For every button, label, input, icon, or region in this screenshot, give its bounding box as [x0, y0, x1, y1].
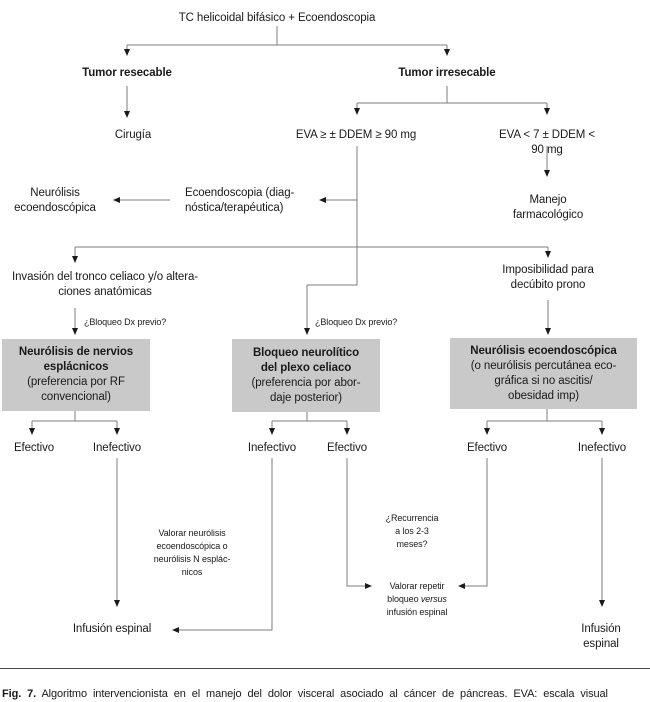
outcome-box1-left: Efectivo: [13, 442, 55, 454]
note-recurrencia: ¿Recurrencia a los 2-3 meses?: [385, 513, 439, 549]
connector-box3-efectivo-to-repeat: [458, 458, 488, 589]
outcome-box3-right: Inefectivo: [577, 442, 627, 454]
box-neurolisis-ecoendoscopica-detail: (o neurólisis percutánea eco- gráfica si…: [470, 359, 617, 402]
node-root: TC helicoidal bifásico + Ecoendoscopia: [178, 12, 376, 24]
node-imposibilidad-decubito: Imposibilidad para decúbito prono: [502, 264, 594, 291]
caption-divider: [0, 668, 650, 669]
connector-evahigh-trunk: [304, 146, 358, 335]
box-neurolisis-ecoendoscopica: Neurólisis ecoendoscópica (o neurólisis …: [450, 338, 637, 409]
note-valorar-repetir-versus: versus: [420, 594, 447, 604]
box-bloqueo-plexo-celiaco: Bloqueo neurolítico del plexo celiaco (p…: [232, 339, 380, 412]
outcome-box3-left: Efectivo: [466, 442, 508, 454]
figure-caption: Fig. 7. Algoritmo intervencionista en el…: [2, 673, 648, 702]
connector-box1-split: [29, 411, 120, 435]
note-valorar-neurolisis: Valorar neurólisis ecoendoscópica o neur…: [153, 528, 231, 577]
node-cirugia: Cirugía: [114, 129, 152, 141]
outcome-box2-right: Efectivo: [326, 442, 368, 454]
label-bloqueo-dx-previo-left: ¿Bloqueo Dx previo?: [84, 317, 167, 327]
node-eva-low: EVA < 7 ± DDEM < 90 mg: [499, 129, 595, 156]
node-eva-high: EVA ≥ ± DDEM ≥ 90 mg: [295, 129, 417, 141]
note-valorar-repetir-pre: Valorar repetir bloqueo: [387, 581, 445, 604]
connector-cross-branch: [72, 246, 551, 263]
connector-box2-inefectivo-to-spinal: [172, 458, 273, 633]
box-bloqueo-plexo-celiaco-title: Bloqueo neurolítico del plexo celiaco: [252, 346, 360, 374]
box-bloqueo-plexo-celiaco-detail: (preferencia por abor- daje posterior): [251, 376, 361, 404]
connector-root-split: [124, 26, 450, 56]
node-tumor-resecable: Tumor resecable: [82, 67, 172, 79]
connector-box2-split: [269, 412, 350, 435]
node-manejo-farmacologico: Manejo farmacológico: [512, 194, 584, 221]
box-neurolisis-esplacnicos-detail: (preferencia por RF convencional): [27, 376, 125, 403]
outcome-box2-left: Inefectivo: [247, 442, 297, 454]
connector-box3-split: [484, 409, 605, 435]
connector-irresecable-split: [354, 86, 550, 115]
outcome-box1-right: Inefectivo: [92, 442, 142, 454]
node-infusion-espinal-right: Infusión espinal: [581, 623, 621, 650]
node-ecoendoscopia: Ecoendoscopia (diag- nóstica/terapéutica…: [185, 187, 295, 214]
label-bloqueo-dx-previo-mid: ¿Bloqueo Dx previo?: [315, 317, 398, 327]
box-neurolisis-ecoendoscopica-title: Neurólisis ecoendoscópica: [470, 344, 617, 357]
node-neurolisis-ecoendoscopica: Neurólisis ecoendoscópica: [14, 187, 96, 214]
connector-box2-efectivo-to-repeat: [346, 458, 372, 589]
note-valorar-repetir-post: infusión espinal: [386, 607, 448, 617]
figure-caption-text: Algoritmo intervencionista en el manejo …: [41, 688, 608, 700]
box-neurolisis-esplacnicos: Neurólisis de nervios esplácnicos (prefe…: [2, 339, 150, 411]
note-valorar-repetir: Valorar repetir bloqueo versus infusión …: [386, 567, 448, 619]
figure-caption-label: Fig. 7.: [2, 688, 37, 700]
node-invasion-tronco-celiaco: Invasión del tronco celiaco y/o altera- …: [12, 271, 198, 298]
node-tumor-irresecable: Tumor irresecable: [398, 67, 496, 79]
node-infusion-espinal-left: Infusión espinal: [72, 623, 152, 635]
box-neurolisis-esplacnicos-title: Neurólisis de nervios esplácnicos: [18, 346, 134, 373]
